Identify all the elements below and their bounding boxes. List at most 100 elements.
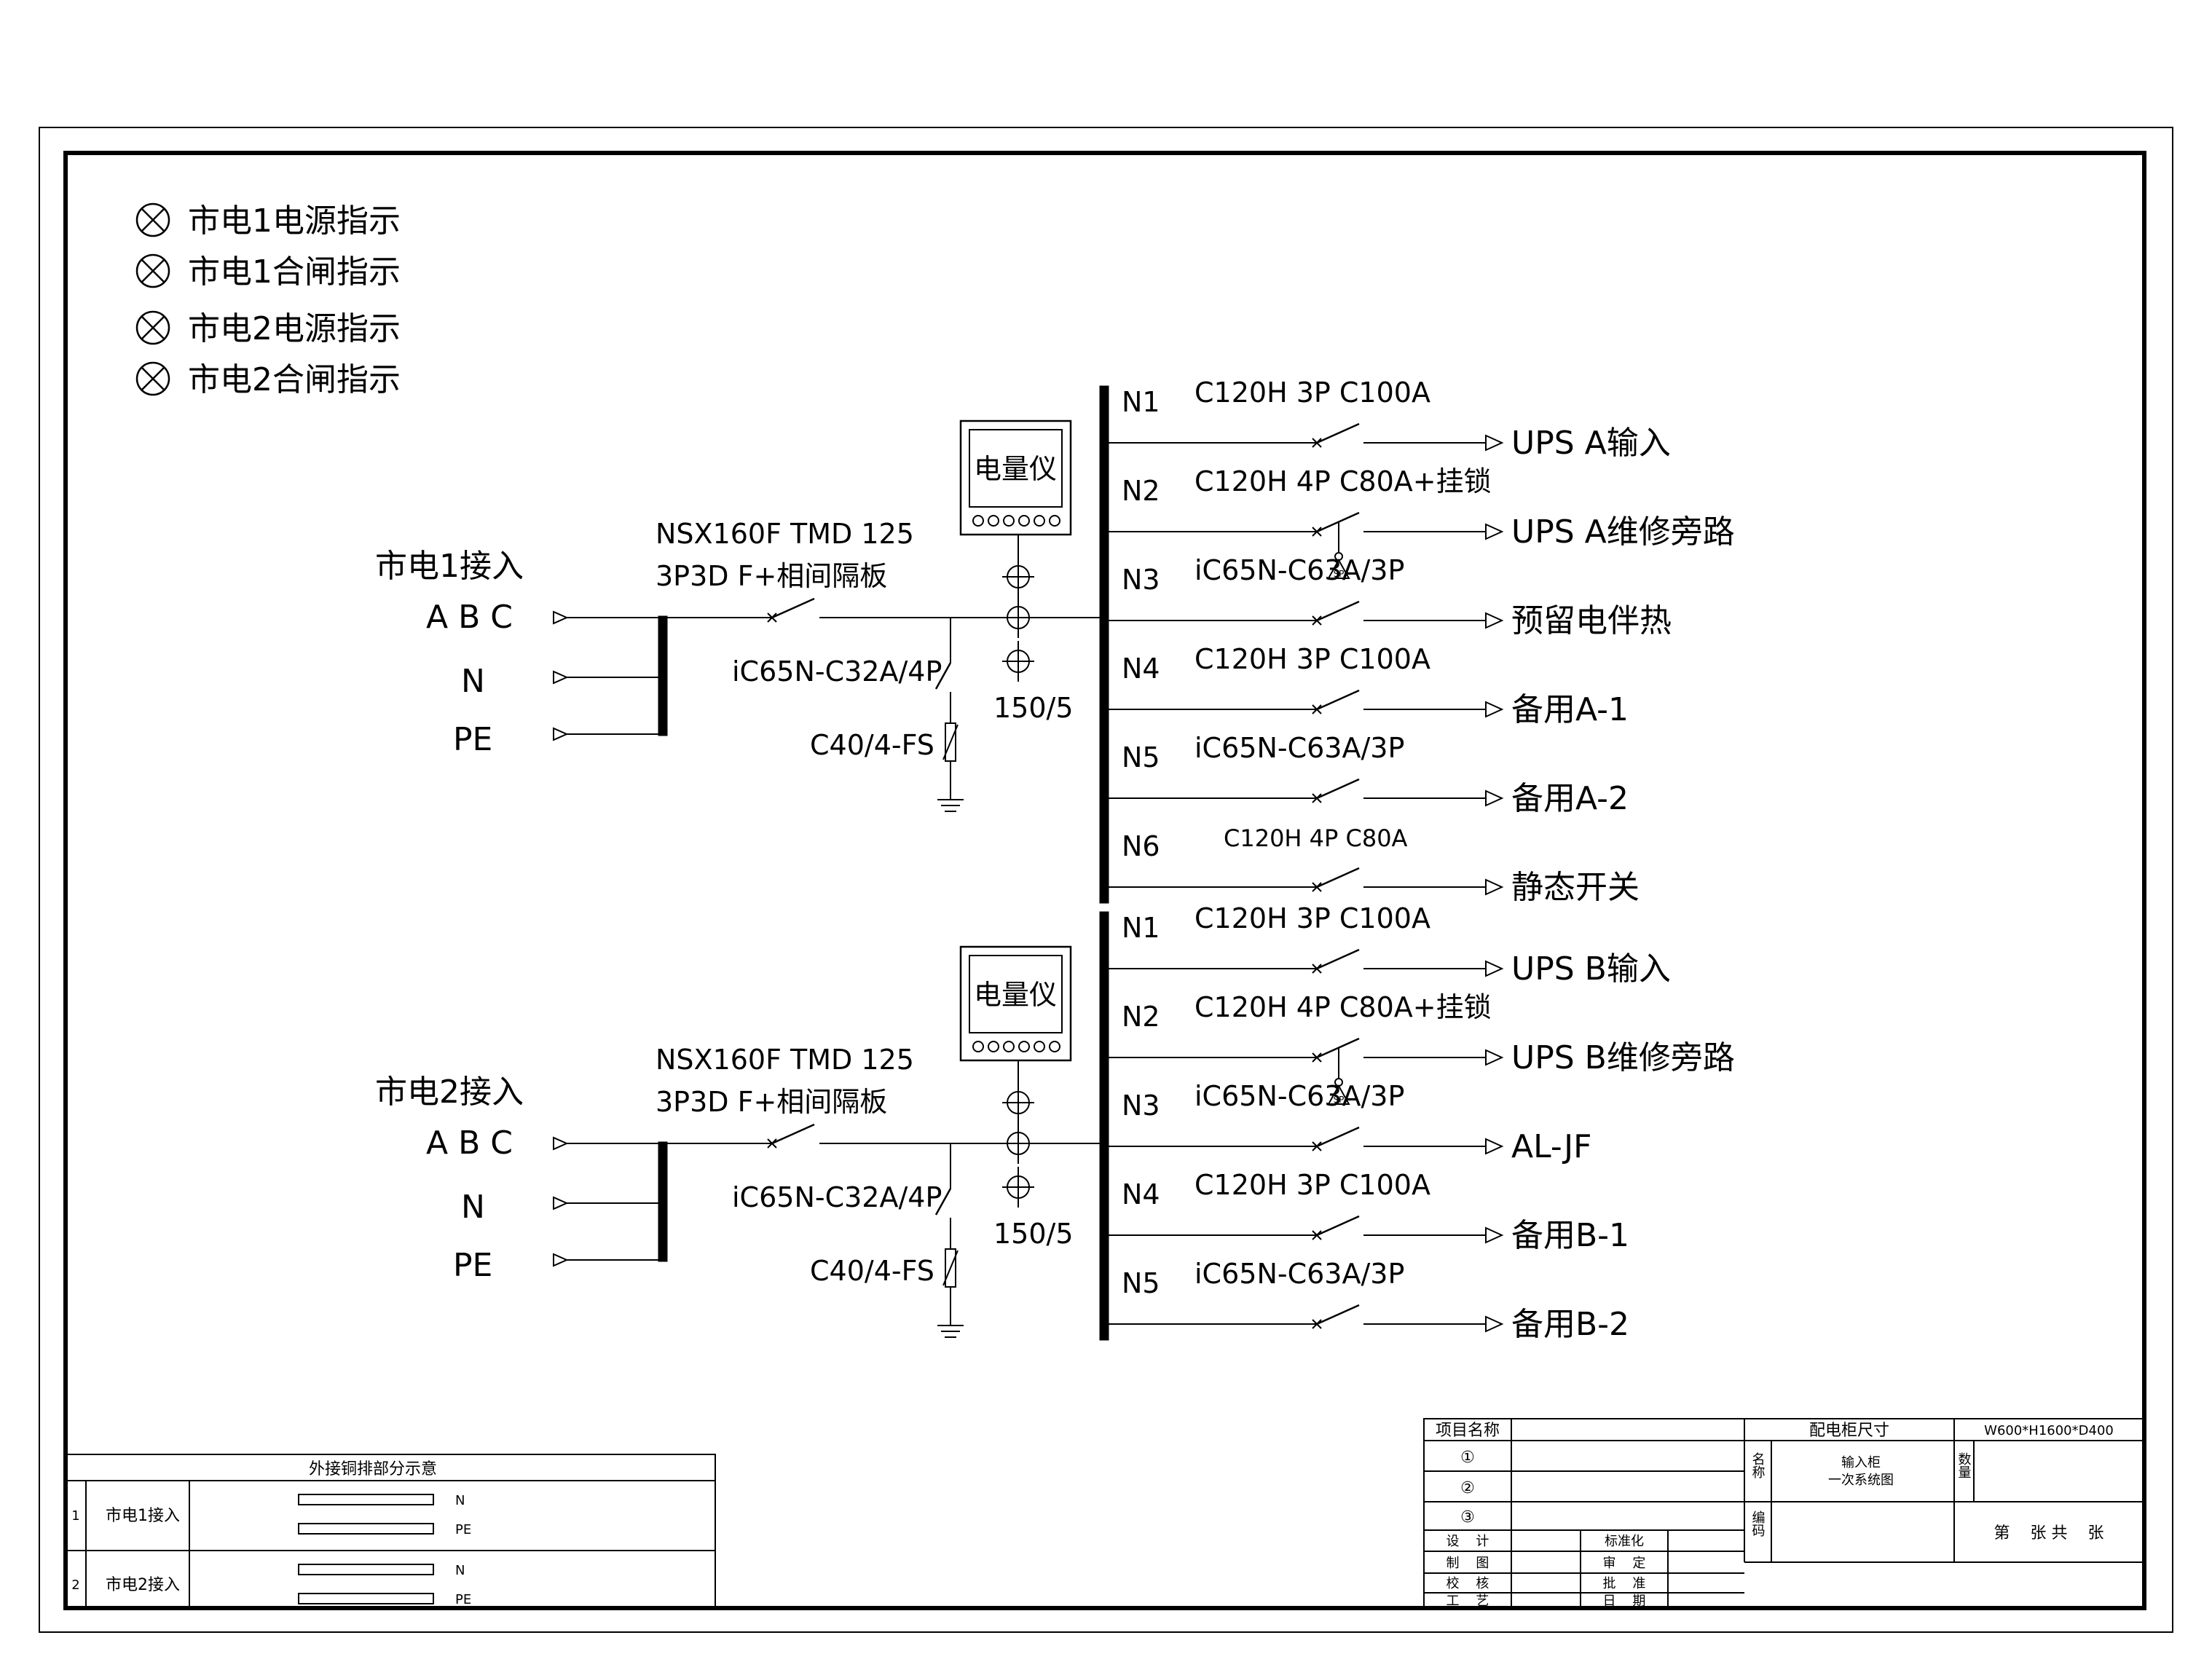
code-label: 编码 <box>1750 1510 1766 1537</box>
meter-button-icon <box>1049 515 1060 527</box>
indicator-legend: 市电1电源指示 市电1合闸指示 市电2电源指示 市电2合闸指示 <box>135 202 401 398</box>
sign-process: 工 艺 <box>1447 1594 1489 1609</box>
name-value-2: 一次系统图 <box>1828 1473 1894 1488</box>
output-arrow-icon <box>1485 1138 1504 1155</box>
lamp-icon <box>135 310 170 345</box>
lamp-icon <box>135 361 170 396</box>
meter-button-icon <box>1003 1041 1015 1052</box>
marker-1: ① <box>1460 1449 1475 1467</box>
neutral-label: N <box>461 1189 485 1226</box>
spd-model: C40/4-FS <box>810 729 934 761</box>
padlock-label: SP <box>1334 569 1345 579</box>
lamp-icon <box>135 253 170 288</box>
copper-bar-n <box>298 1564 434 1575</box>
legend-label: 市电1合闸指示 <box>188 253 401 291</box>
feeder-breaker-model: iC65N-C63A/3P <box>1194 1258 1404 1290</box>
spd-breaker-blade <box>934 662 952 690</box>
copper-bar-table: 外接铜排部分示意 1 市电1接入 N PE 2 市电2接入 N PE <box>65 1454 716 1609</box>
copper-row-no: 1 <box>71 1508 79 1524</box>
incoming-bar <box>658 1141 668 1262</box>
terminal-arrow-icon <box>553 727 569 741</box>
cabinet-size-label: 配电柜尺寸 <box>1809 1422 1889 1440</box>
name-value-1: 输入柜 <box>1841 1455 1881 1470</box>
feeder-breaker-model: iC65N-C63A/3P <box>1194 1080 1404 1112</box>
legend-label: 市电1电源指示 <box>188 202 401 240</box>
feeder-breaker-model: C120H 3P C100A <box>1194 377 1430 409</box>
earth-label: PE <box>453 721 492 758</box>
feeder-id: N4 <box>1122 1178 1160 1210</box>
meter-button-icon <box>1049 1041 1060 1052</box>
feeder-load: 备用B-1 <box>1511 1217 1629 1254</box>
sign-designer: 设 计 <box>1447 1534 1489 1549</box>
feeder-id: N5 <box>1122 741 1160 773</box>
feeder-breaker-blade <box>1316 867 1360 889</box>
power-meter <box>959 420 1072 536</box>
meter-button-icon <box>1003 515 1015 527</box>
feeder-load: AL-JF <box>1511 1128 1591 1165</box>
marker-3: ③ <box>1460 1508 1475 1527</box>
power-meter-label: 电量仪 <box>974 453 1057 485</box>
copper-bar-label: N <box>455 1493 465 1508</box>
meter-button-icon <box>988 515 999 527</box>
feeder-load: UPS B输入 <box>1511 950 1671 988</box>
meter-button-icon <box>972 515 984 527</box>
feeder-breaker-blade <box>1316 1215 1360 1237</box>
title-block: 项目名称 配电柜尺寸 W600*H1600*D400 ① ② ③ 名称 输入柜 … <box>1423 1418 2145 1609</box>
power-meter <box>959 945 1072 1062</box>
padlock-icon <box>1327 1084 1350 1105</box>
feeder-breaker-blade <box>1316 1126 1360 1148</box>
outer-frame <box>39 127 2173 1633</box>
sign-drafter: 制 图 <box>1447 1556 1489 1571</box>
sign-date: 日 期 <box>1603 1594 1646 1609</box>
feeder-n5: N5 iC65N-C63A/3P 备用B-2 <box>1104 1258 1629 1343</box>
copper-bar-label: N <box>455 1563 465 1578</box>
main-busbar <box>1099 385 1109 904</box>
lamp-icon <box>135 202 170 237</box>
project-name-label: 项目名称 <box>1436 1422 1500 1440</box>
meter-button-icon <box>1018 515 1030 527</box>
feeder-id: N5 <box>1122 1267 1160 1299</box>
output-arrow-icon <box>1485 523 1504 540</box>
feeder-breaker-model: C120H 4P C80A+挂锁 <box>1194 991 1492 1023</box>
output-arrow-icon <box>1485 1315 1504 1333</box>
copper-table-title: 外接铜排部分示意 <box>309 1460 437 1478</box>
feeder-breaker-blade <box>1316 778 1360 800</box>
feeder-breaker-model: iC65N-C63A/3P <box>1194 732 1404 764</box>
spd-breaker-model: iC65N-C32A/4P <box>732 1181 942 1213</box>
feeder-load: UPS A维修旁路 <box>1511 513 1735 551</box>
legend-label: 市电2电源指示 <box>188 310 401 347</box>
qty-label: 数量 <box>1956 1452 1972 1478</box>
output-arrow-icon <box>1485 789 1504 807</box>
terminal-arrow-icon <box>553 1136 569 1151</box>
source-label: 市电1接入 <box>375 548 524 585</box>
neutral-label: N <box>461 663 485 700</box>
name-label: 名称 <box>1750 1452 1766 1478</box>
copper-row-name: 市电1接入 <box>106 1507 180 1525</box>
feeder-id: N1 <box>1122 386 1160 418</box>
feeder-breaker-model: C120H 3P C100A <box>1194 1169 1430 1201</box>
phase-labels: A B C <box>426 1124 513 1162</box>
output-arrow-icon <box>1485 960 1504 977</box>
feeder-load: 备用B-2 <box>1511 1306 1629 1343</box>
feeder-id: N1 <box>1122 912 1160 944</box>
output-arrow-icon <box>1485 1049 1504 1066</box>
copper-row-no: 2 <box>71 1577 79 1593</box>
power-meter-label: 电量仪 <box>974 979 1057 1011</box>
meter-button-icon <box>1018 1041 1030 1052</box>
main-busbar <box>1099 911 1109 1341</box>
terminal-arrow-icon <box>553 1196 569 1210</box>
feeder-load: 预留电伴热 <box>1511 602 1672 639</box>
feeder-breaker-model: iC65N-C63A/3P <box>1194 554 1404 586</box>
copper-row-name: 市电2接入 <box>106 1576 180 1594</box>
feeder-breaker-model: C120H 3P C100A <box>1194 902 1430 934</box>
feeder-id: N6 <box>1122 830 1160 862</box>
ct-ratio: 150/5 <box>993 1218 1074 1250</box>
copper-bar-pe <box>298 1523 434 1535</box>
